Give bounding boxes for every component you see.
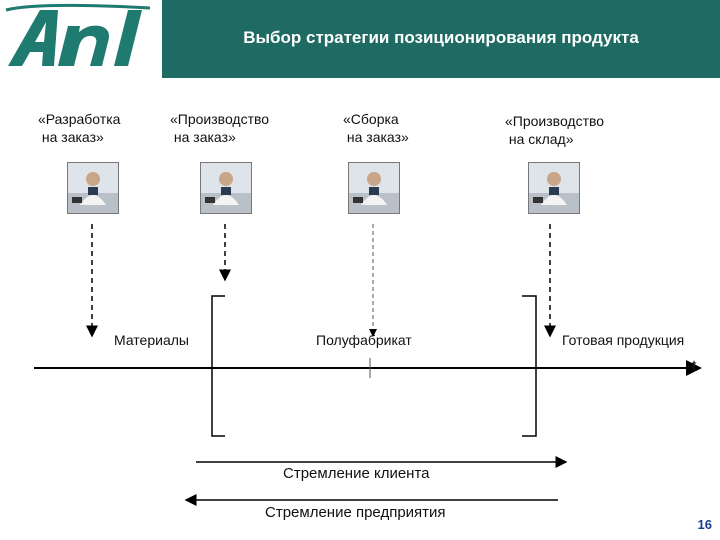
time-axis-label: t: [692, 358, 697, 375]
stage-label-make-to-order: «Производство на заказ»: [170, 111, 270, 145]
title-bar: Выбор стратегии позиционирования продукт…: [162, 0, 720, 78]
finished-goods-label: Готовая продукция: [562, 332, 685, 348]
header: Выбор стратегии позиционирования продукт…: [0, 0, 720, 78]
page-number: 16: [697, 517, 712, 532]
stage-label-make-to-stock: «Производство на склад»: [505, 113, 605, 147]
stage-label-assemble-to-order: «Сборка на заказ»: [343, 111, 409, 145]
client-arrow-label: Стремление клиента: [283, 465, 430, 482]
logo: [0, 0, 160, 78]
semi-finished-label: Полуфабрикат: [316, 332, 412, 348]
right-bracket: [522, 295, 537, 437]
operator-photo: [348, 162, 400, 214]
operator-photo: [528, 162, 580, 214]
left-bracket: [211, 295, 225, 437]
materials-label: Материалы: [114, 332, 189, 348]
operator-photo: [200, 162, 252, 214]
operator-photo: [67, 162, 119, 214]
page-title: Выбор стратегии позиционирования продукт…: [243, 28, 639, 47]
enterprise-arrow-label: Стремление предприятия: [265, 504, 446, 521]
stage-label-design-to-order: «Разработка на заказ»: [38, 111, 121, 145]
logo-icon: [5, 3, 151, 67]
